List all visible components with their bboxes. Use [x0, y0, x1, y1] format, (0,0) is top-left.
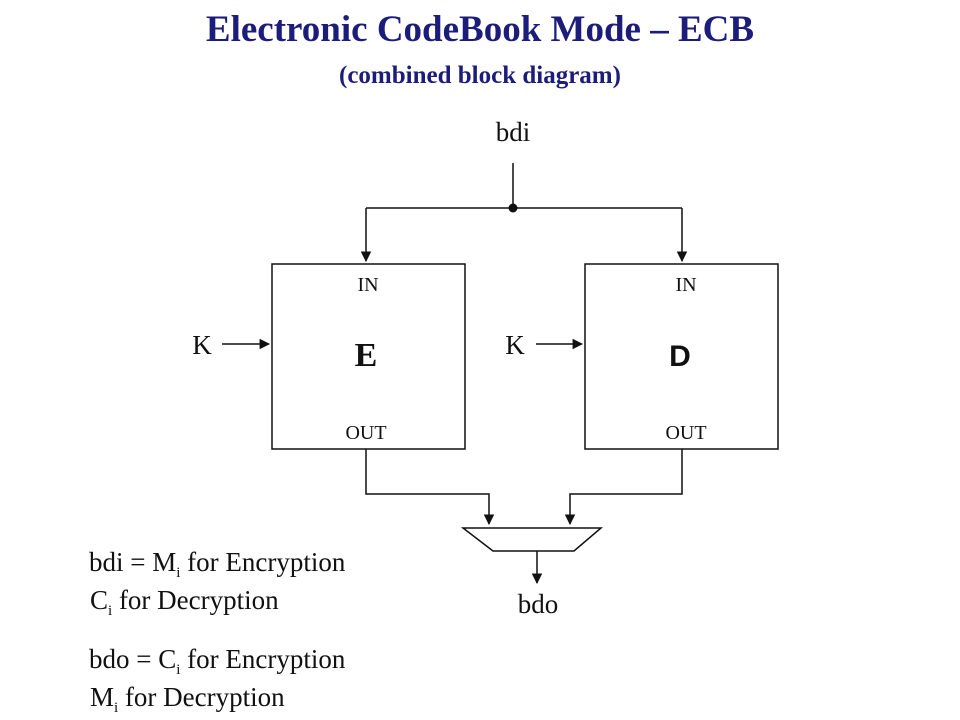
decrypt-block-name: D — [669, 340, 691, 373]
note-bdi-encryption: bdi = Mi for Encryption — [89, 547, 346, 581]
note-bdo-encryption: bdo = Ci for Encryption — [89, 644, 346, 678]
note-bdi-enc-var: M — [152, 547, 176, 577]
encrypt-key-label: K — [192, 330, 212, 360]
decrypt-out-label: OUT — [665, 422, 706, 444]
encrypt-out-wire — [365, 449, 495, 526]
decrypt-out-wire — [564, 449, 683, 526]
note-bdo-dec-text: for Decryption — [118, 682, 285, 712]
decrypt-in-label: IN — [675, 274, 696, 296]
note-bdi-prefix: bdi = — [89, 547, 152, 577]
page-title: Electronic CodeBook Mode – ECB — [205, 9, 755, 50]
note-bdo-enc-var: C — [158, 644, 176, 674]
note-bdi-enc-text: for Encryption — [180, 547, 345, 577]
note-bdo-enc-text: for Encryption — [180, 644, 345, 674]
bdi-input-label: bdi — [496, 117, 531, 147]
note-bdi-dec-text: for Decryption — [112, 585, 279, 615]
note-subscript: i — [114, 700, 118, 716]
decrypt-key-label: K — [505, 330, 525, 360]
note-bdi-dec-var: C — [90, 585, 108, 615]
encrypt-in-label: IN — [357, 274, 378, 296]
encrypt-out-label: OUT — [345, 422, 386, 444]
note-subscript: i — [176, 565, 180, 581]
bdo-output-label: bdo — [518, 589, 559, 619]
note-bdo-decryption: Mi for Decryption — [90, 682, 285, 716]
decrypt-block — [584, 263, 779, 450]
note-bdo-dec-var: M — [90, 682, 114, 712]
page-subtitle: (combined block diagram) — [339, 62, 621, 89]
note-bdi-decryption: Ci for Decryption — [89, 585, 279, 619]
note-subscript: i — [108, 603, 112, 619]
encrypt-block-name: E — [355, 337, 378, 374]
multiplexer — [460, 527, 604, 552]
encrypt-block — [271, 263, 466, 450]
note-bdo-prefix: bdo = — [89, 644, 158, 674]
note-subscript: i — [176, 662, 180, 678]
